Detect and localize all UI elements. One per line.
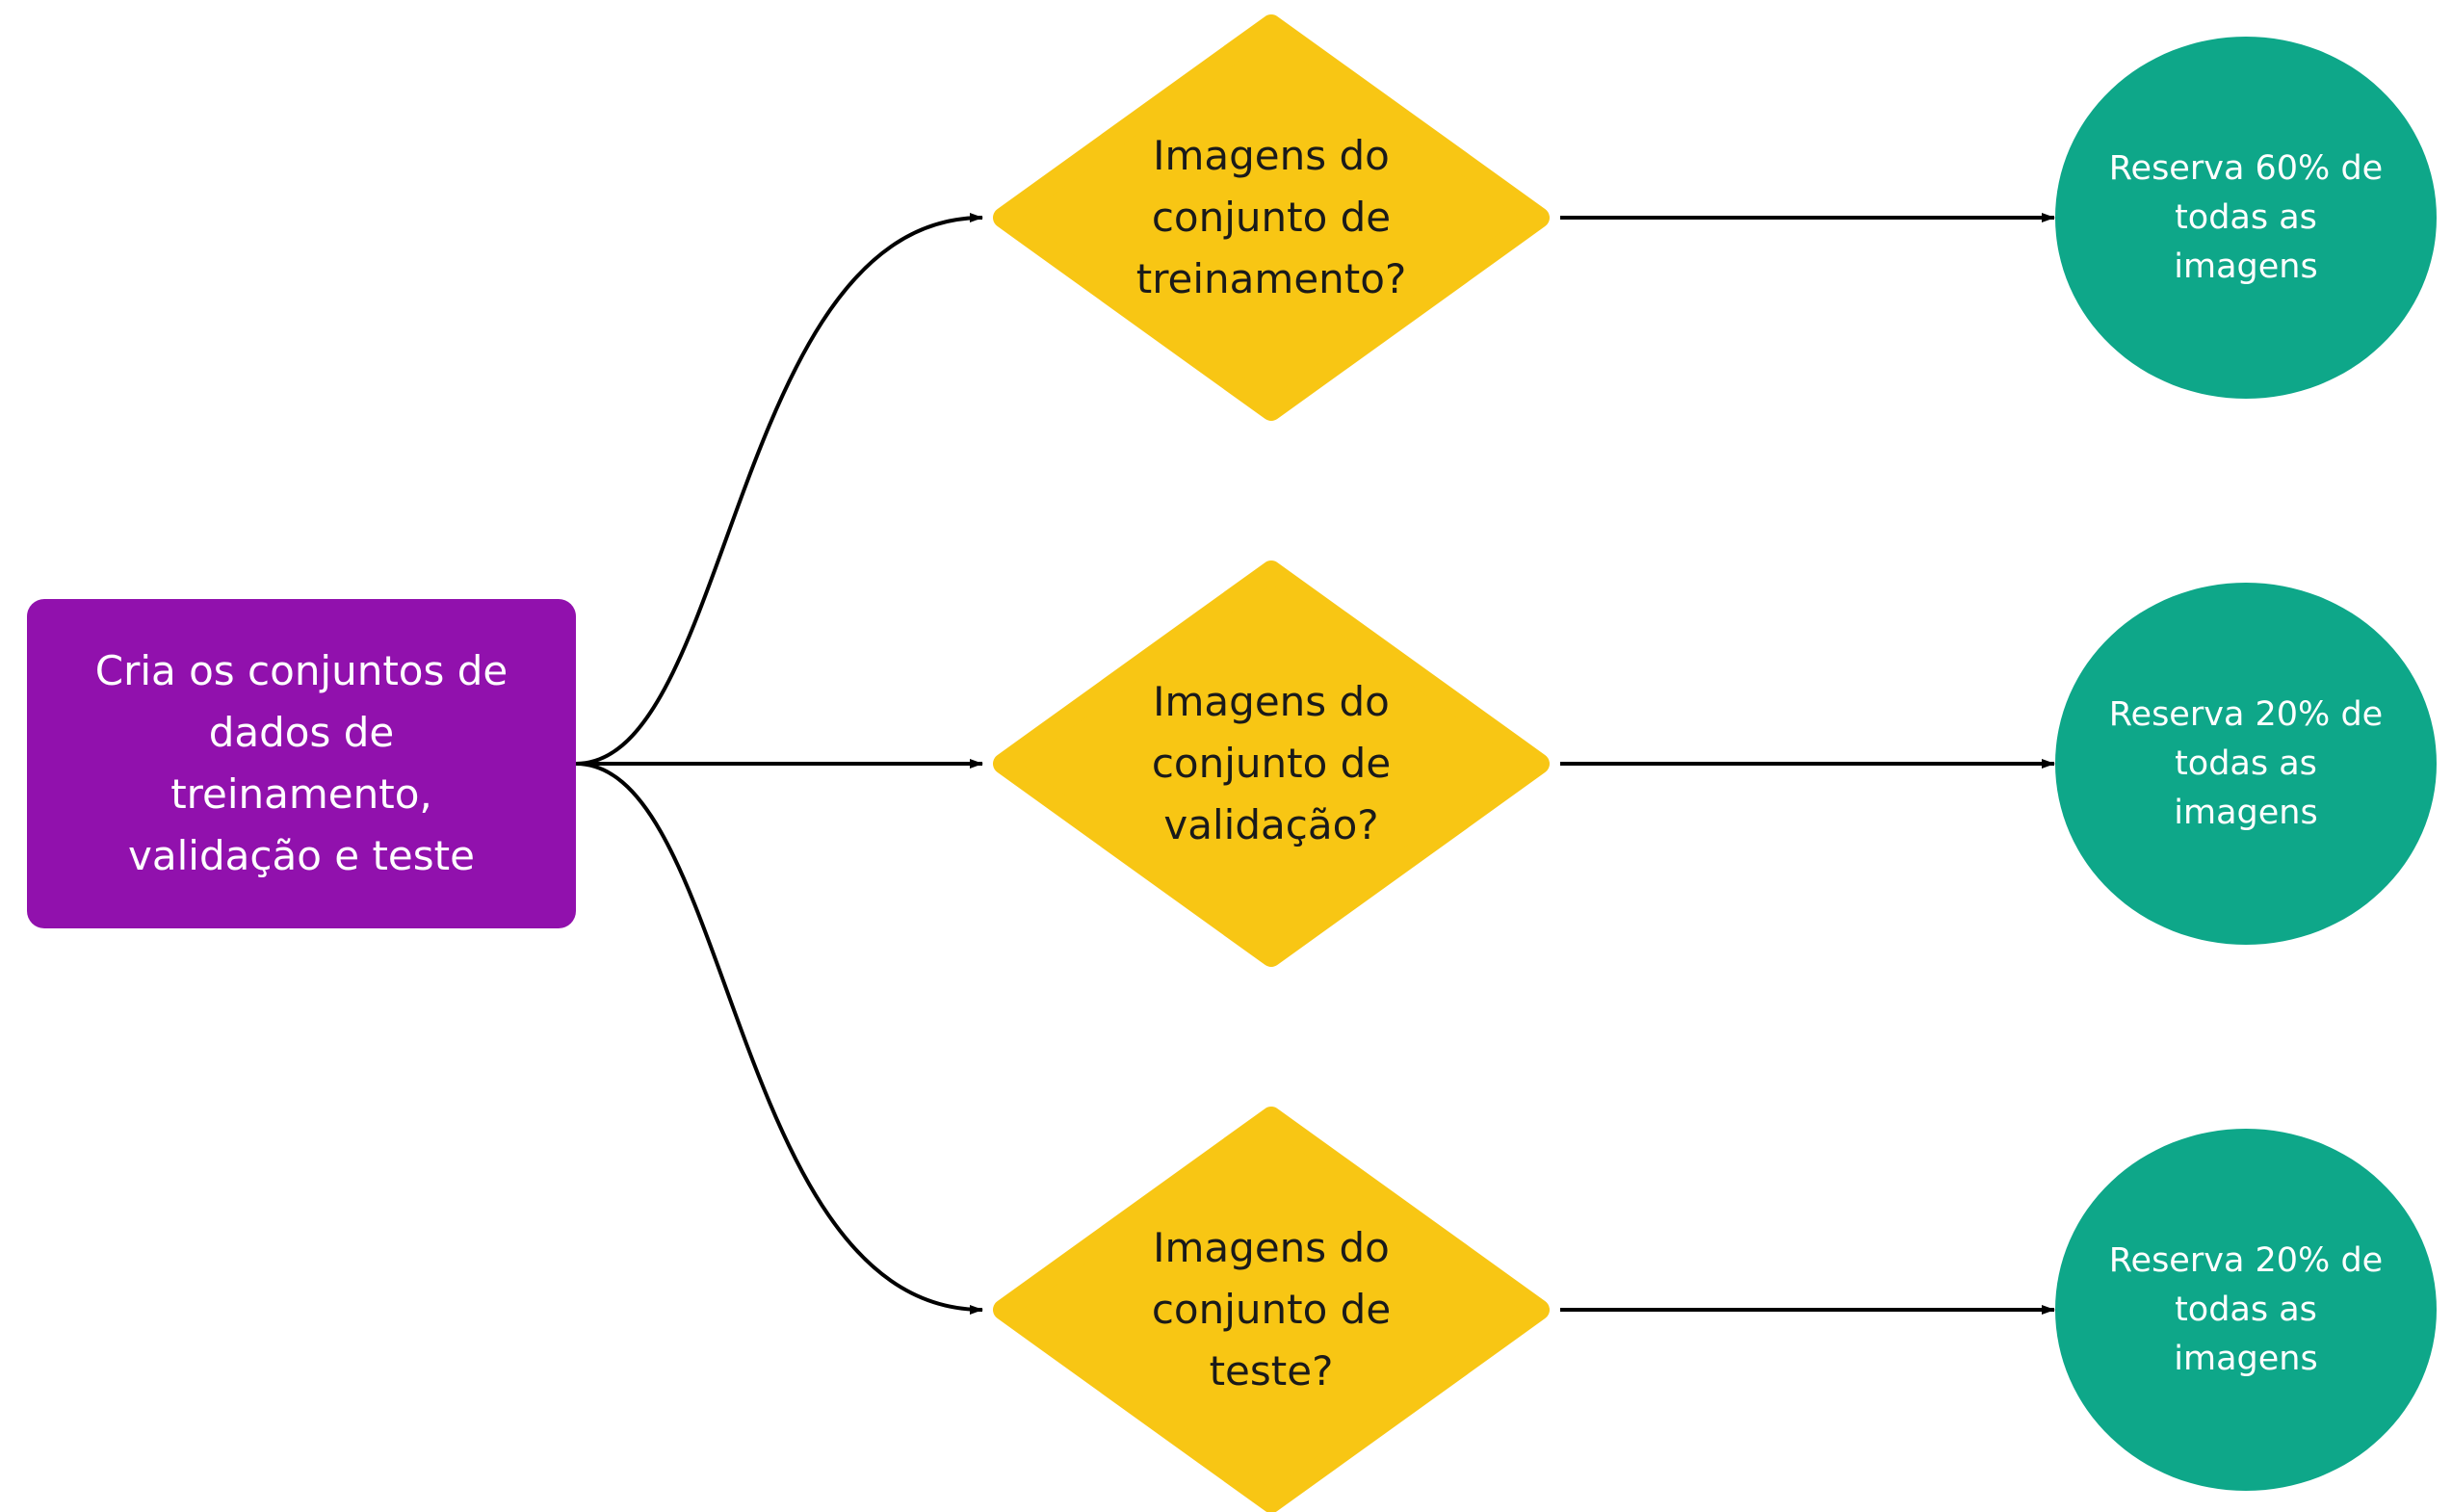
result-test-label: Reserva 20% de todas as imagens: [2108, 1240, 2384, 1378]
start-node: [27, 599, 576, 928]
start-node-label: Cria os conjuntos de dados de treinament…: [94, 647, 509, 879]
result-node-validation: [2055, 583, 2437, 945]
decision-node-training: [993, 14, 1550, 421]
result-training-label: Reserva 60% de todas as imagens: [2108, 148, 2384, 286]
result-validation-label: Reserva 20% de todas as imagens: [2108, 694, 2384, 832]
decision-node-validation: [993, 560, 1550, 967]
connector-start-to-decision-3: [575, 762, 983, 1315]
result-node-test: [2055, 1129, 2437, 1491]
connector-start-to-decision-1: [575, 213, 983, 766]
decision-training-label: Imagens do conjunto de treinamento?: [1135, 132, 1407, 302]
decision-node-test: [993, 1107, 1550, 1512]
decision-test-label: Imagens do conjunto de teste?: [1151, 1224, 1392, 1395]
decision-validation-label: Imagens do conjunto de validação?: [1151, 678, 1392, 848]
result-node-training: [2055, 37, 2437, 399]
